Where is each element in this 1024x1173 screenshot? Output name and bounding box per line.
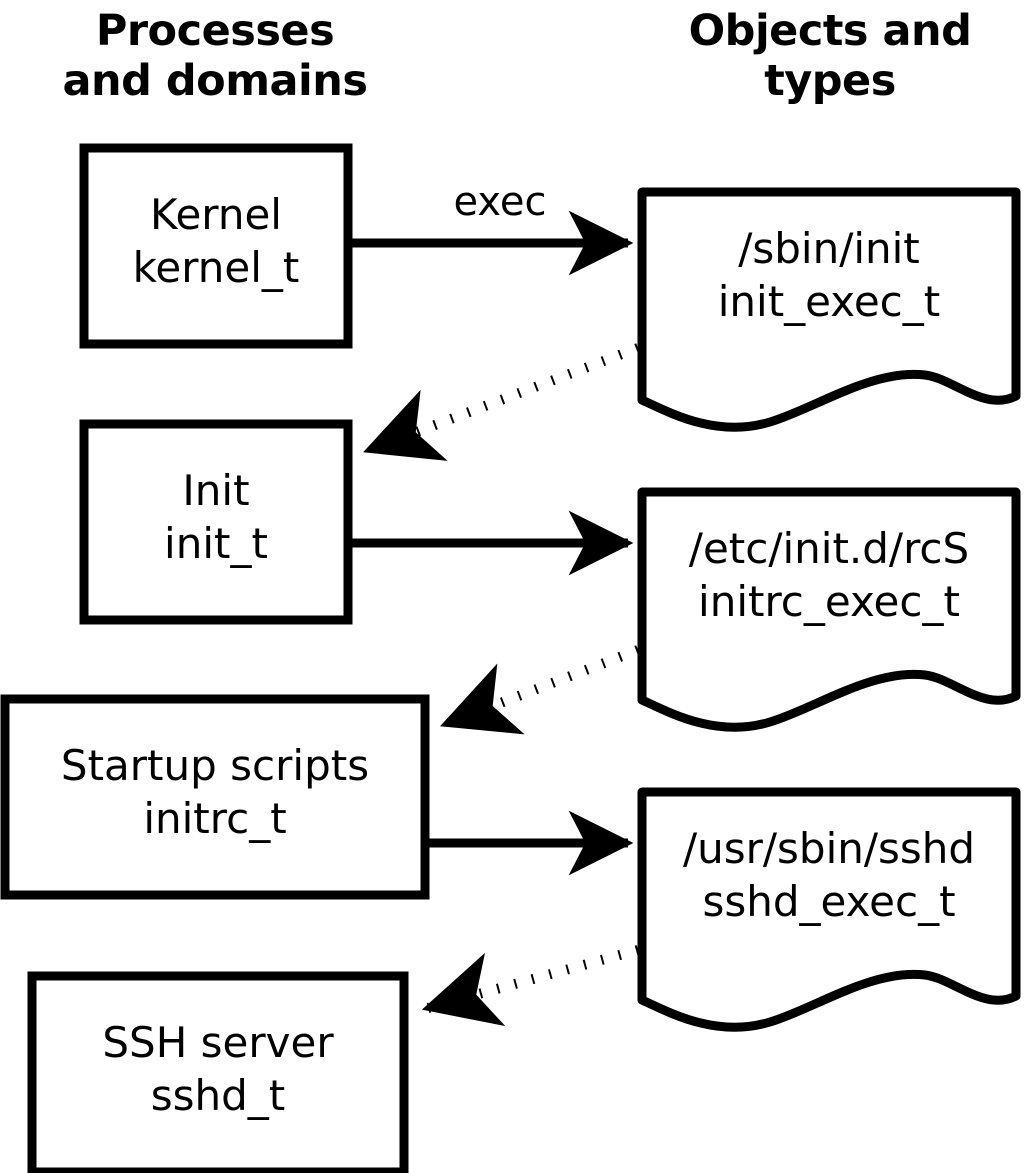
object-label-sshd-exec-line1: /usr/sbin/sshd xyxy=(682,824,976,873)
process-label-init-line1: Init xyxy=(182,466,250,515)
object-label-init-exec-line2: init_exec_t xyxy=(717,277,941,326)
object-label-sshd-exec: /usr/sbin/sshd sshd_exec_t xyxy=(642,822,1016,928)
process-label-initrc: Startup scripts initrc_t xyxy=(5,739,425,845)
process-label-sshd: SSH server sshd_t xyxy=(32,1016,404,1122)
object-doc-sshd-exec xyxy=(637,787,1021,1032)
process-label-init-line2: init_t xyxy=(164,519,268,568)
object-label-initrc-exec: /etc/init.d/rcS initrc_exec_t xyxy=(642,522,1016,628)
object-doc-initrc-exec xyxy=(637,487,1021,732)
object-doc-init-exec xyxy=(637,187,1021,432)
column-header-objects-line2: types xyxy=(764,56,896,106)
object-label-init-exec: /sbin/init init_exec_t xyxy=(642,222,1016,328)
object-label-initrc-exec-line1: /etc/init.d/rcS xyxy=(688,524,970,573)
column-header-processes-line1: Processes xyxy=(95,6,335,56)
object-label-initrc-exec-line2: initrc_exec_t xyxy=(698,577,960,626)
process-box-kernel xyxy=(79,143,353,349)
process-label-kernel-line2: kernel_t xyxy=(132,243,300,292)
process-label-sshd-line1: SSH server xyxy=(102,1018,334,1067)
process-box-init xyxy=(79,419,353,625)
object-label-init-exec-line1: /sbin/init xyxy=(738,224,920,273)
process-label-sshd-line2: sshd_t xyxy=(150,1071,286,1120)
process-label-kernel: Kernel kernel_t xyxy=(84,188,348,294)
process-label-initrc-line2: initrc_t xyxy=(143,794,287,843)
object-label-sshd-exec-line2: sshd_exec_t xyxy=(702,877,956,926)
column-header-processes: Processes and domains xyxy=(15,6,415,106)
process-box-initrc xyxy=(0,694,430,900)
edge-label-exec: exec xyxy=(453,179,547,225)
process-label-initrc-line1: Startup scripts xyxy=(60,741,370,790)
edge-initrc-exec-transition-initrc xyxy=(440,645,640,735)
process-label-init: Init init_t xyxy=(84,464,348,570)
process-label-kernel-line1: Kernel xyxy=(150,190,282,239)
column-header-objects-line1: Objects and xyxy=(688,6,972,56)
process-box-sshd xyxy=(27,971,409,1173)
column-header-processes-line2: and domains xyxy=(62,56,368,106)
column-header-objects: Objects and types xyxy=(630,6,1024,106)
edge-sshd-exec-transition-sshd xyxy=(421,945,640,1027)
edge-init-exec-transition-init xyxy=(363,343,640,461)
